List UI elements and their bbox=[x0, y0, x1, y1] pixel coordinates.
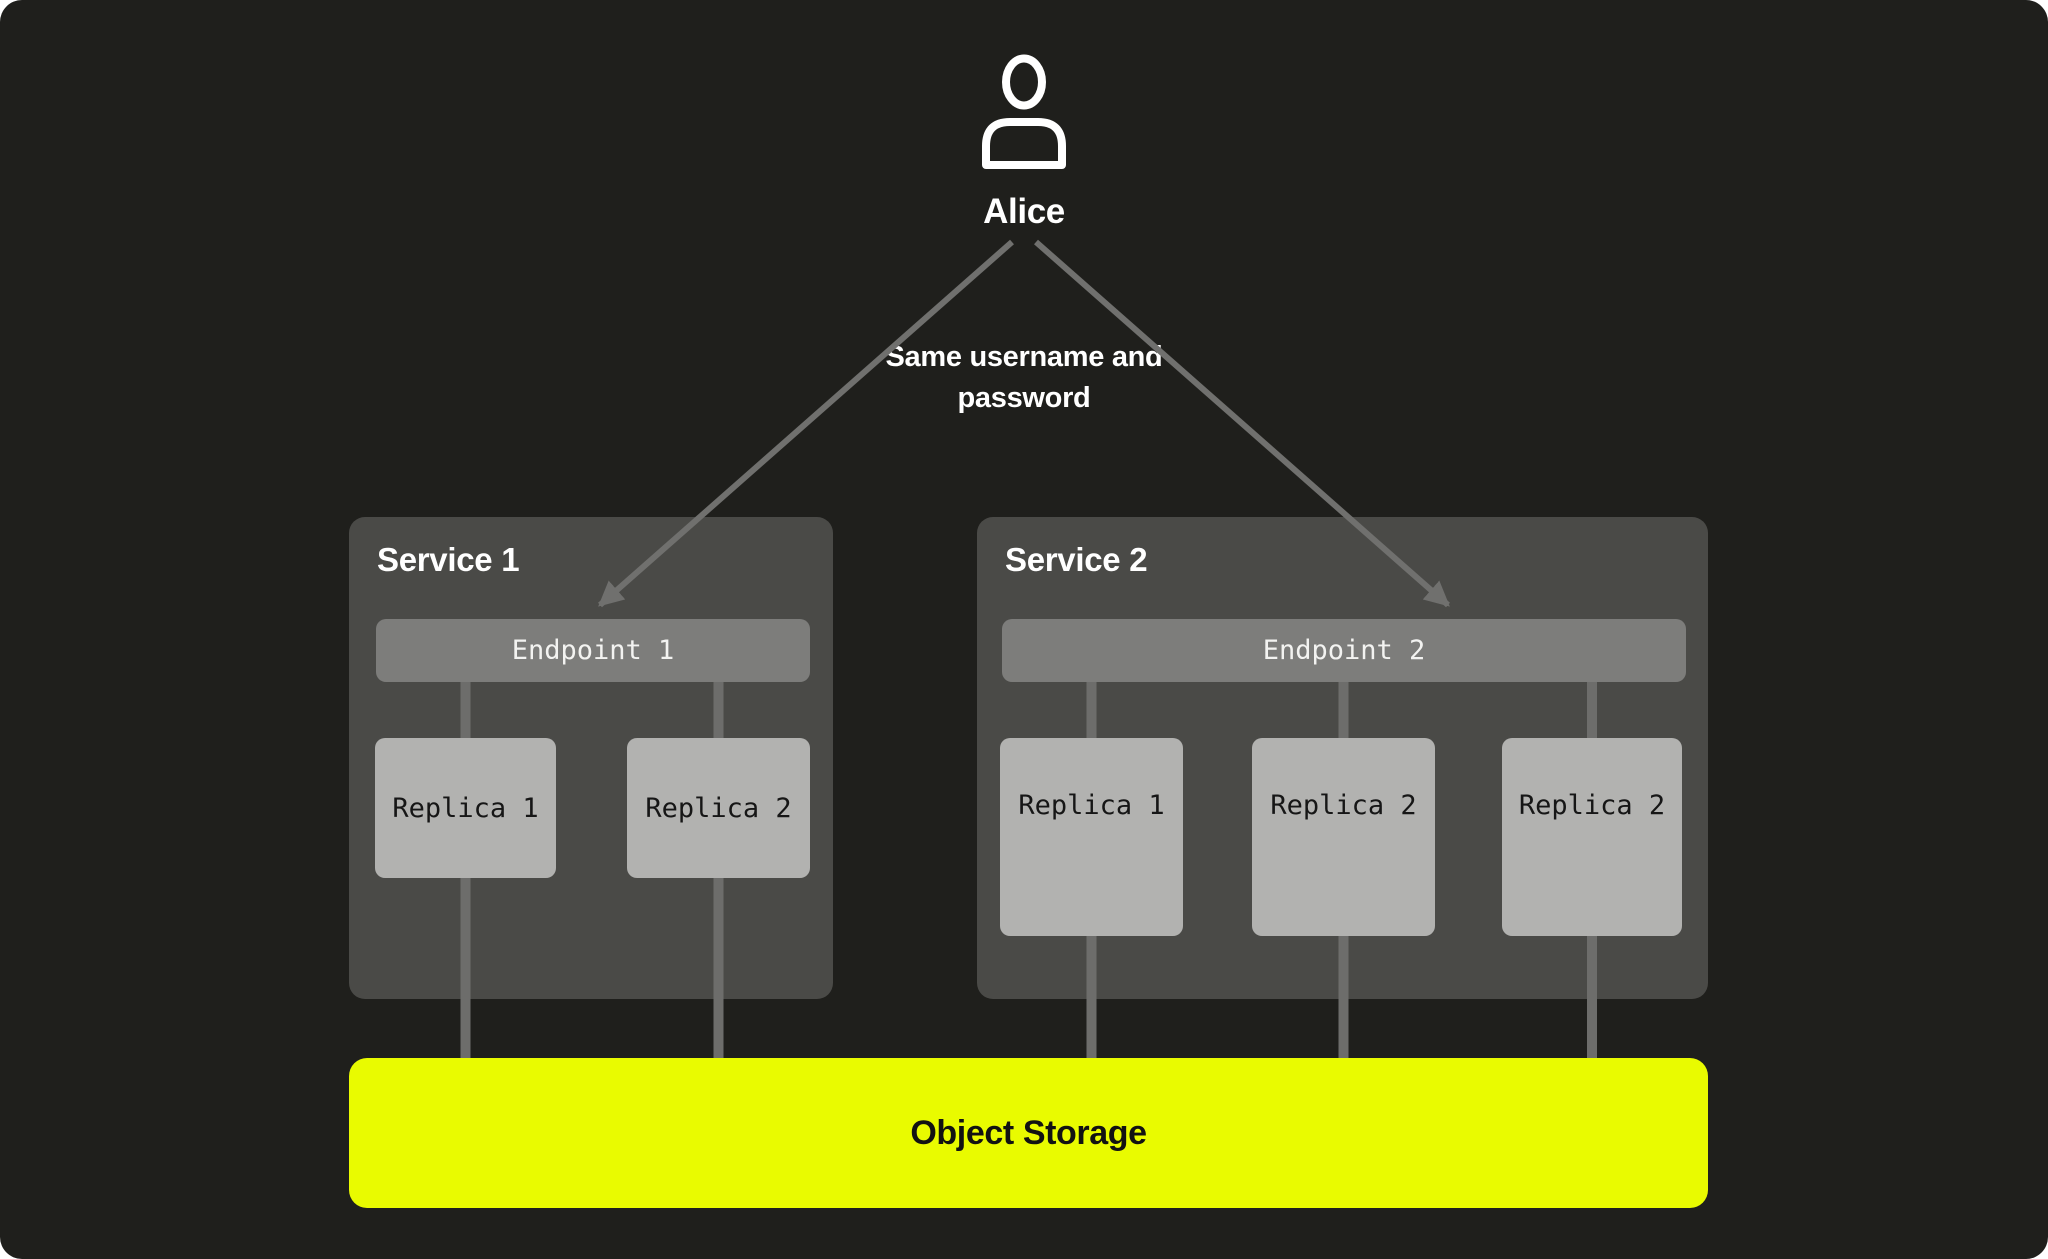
endpoint-1-bar: Endpoint 1 bbox=[376, 619, 810, 682]
service-2-replica-3: Replica 2 bbox=[1502, 738, 1682, 936]
endpoint-1-label: Endpoint 1 bbox=[511, 635, 675, 666]
service-2-replica-2: Replica 2 bbox=[1252, 738, 1435, 936]
service-2-title: Service 2 bbox=[1005, 541, 1148, 578]
object-storage-label: Object Storage bbox=[910, 1113, 1147, 1152]
service-1-replica-1-label: Replica 1 bbox=[392, 792, 539, 824]
service-2-replica-1-label: Replica 1 bbox=[1018, 790, 1165, 821]
service-2-replica-3-label: Replica 2 bbox=[1518, 790, 1666, 821]
endpoint-2-bar: Endpoint 2 bbox=[1002, 619, 1686, 682]
person-icon bbox=[982, 54, 1066, 169]
service-1-replica-2-label: Replica 2 bbox=[645, 792, 792, 824]
connection-note: Same username and password bbox=[885, 341, 1163, 414]
endpoint-2-label: Endpoint 2 bbox=[1262, 635, 1426, 666]
service-2-replica-2-label: Replica 2 bbox=[1270, 790, 1417, 821]
service-1-title: Service 1 bbox=[377, 541, 520, 578]
object-storage-bar: Object Storage bbox=[349, 1058, 1708, 1208]
user-label: Alice bbox=[983, 192, 1065, 231]
service-2-replica-1: Replica 1 bbox=[1000, 738, 1183, 936]
service-1-replica-1: Replica 1 bbox=[375, 738, 556, 878]
service-1-replica-2: Replica 2 bbox=[627, 738, 810, 878]
